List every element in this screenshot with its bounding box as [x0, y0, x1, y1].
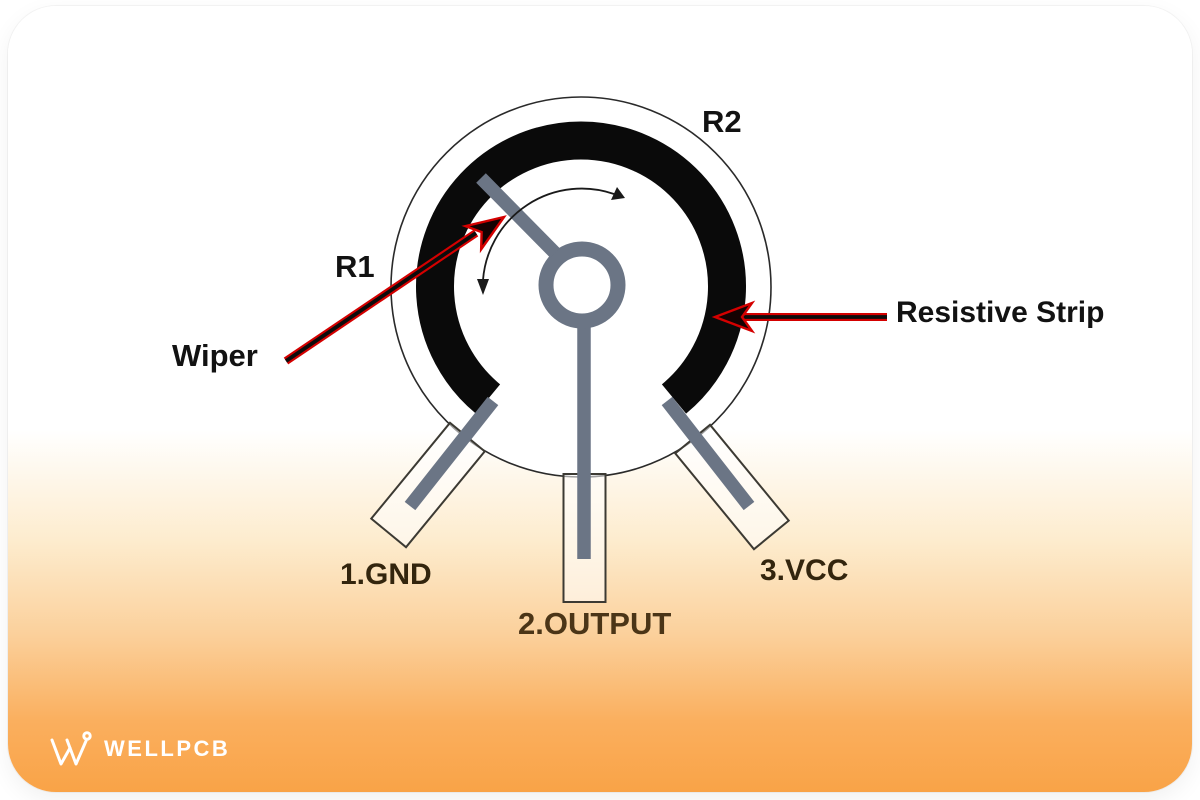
resistive-strip-arrow — [711, 300, 887, 334]
label-wiper: Wiper — [172, 338, 258, 373]
label-terminal-gnd: 1.GND — [340, 558, 432, 591]
potentiometer-diagram — [283, 96, 887, 603]
brand-logo-text: WELLPCB — [104, 736, 231, 761]
wiper-arm — [476, 173, 560, 258]
wiper-arrow — [283, 215, 507, 365]
brand-logo: WELLPCB — [48, 728, 230, 770]
lead-vcc — [661, 396, 755, 511]
label-terminal-vcc: 3.VCC — [760, 554, 849, 587]
label-r2: R2 — [702, 104, 742, 139]
label-terminal-output: 2.OUTPUT — [518, 606, 672, 641]
w-logo-icon — [50, 731, 92, 766]
label-resistive-strip: Resistive Strip — [896, 296, 1105, 329]
lead-gnd — [404, 396, 499, 511]
resistive-strip-arc — [416, 121, 746, 414]
rotation-arrow — [477, 187, 625, 295]
label-r1: R1 — [335, 249, 375, 284]
shaft-ring — [538, 241, 626, 329]
infographic-card: R1 R2 Wiper Resistive Strip 1.GND 2.OUTP… — [8, 6, 1192, 792]
